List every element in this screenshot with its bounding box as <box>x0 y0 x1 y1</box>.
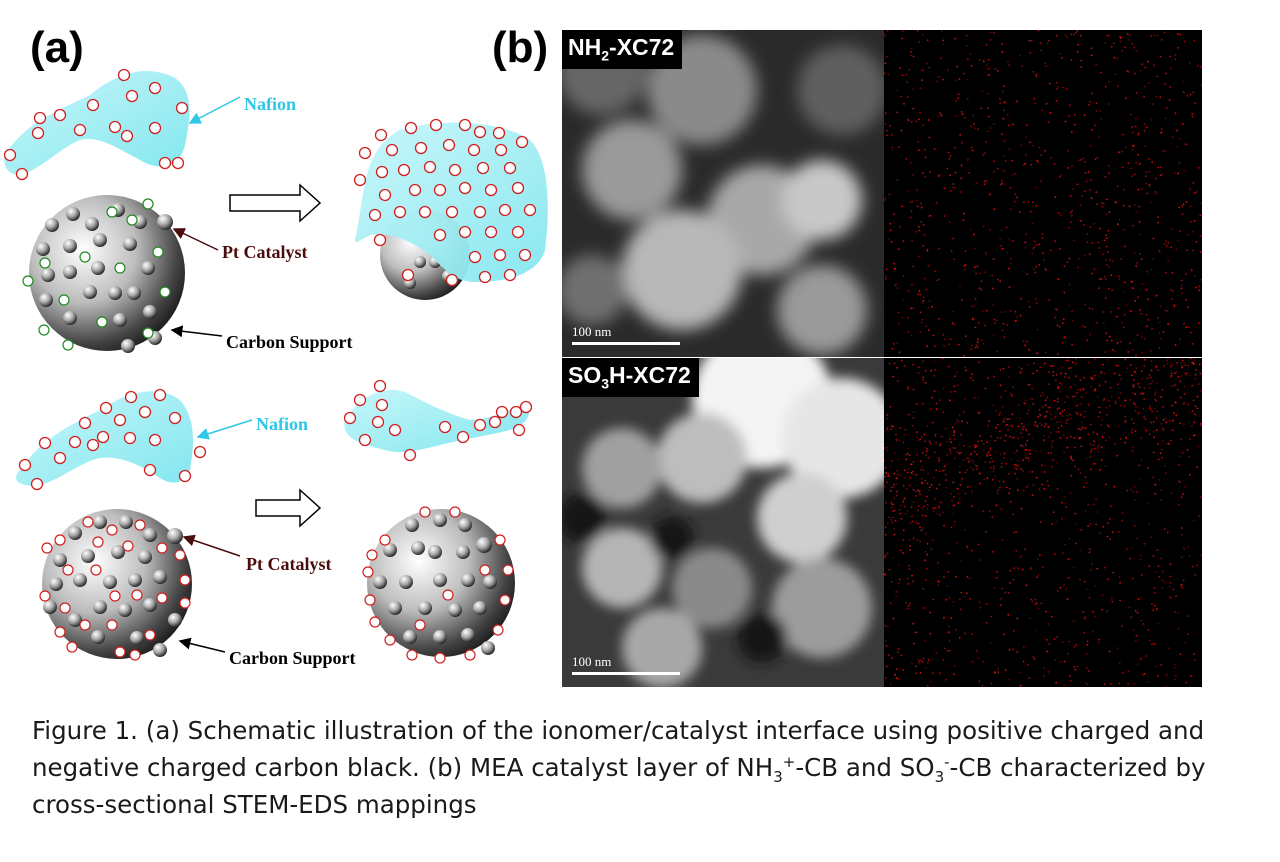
nafion-label-bottom: Nafion <box>256 414 308 434</box>
pt-catalyst-label: Pt Catalyst <box>222 242 307 262</box>
eds-map-nh2 <box>884 30 1202 357</box>
stem-image-so3h: SO3H-XC72 100 nm <box>562 358 884 687</box>
sample-tag-nh2: NH2-XC72 <box>562 30 683 70</box>
nafion-neg-charges <box>3 68 189 181</box>
scale-bar-top: 100 nm <box>572 324 680 345</box>
stem-image-nh2: NH2-XC72 100 nm <box>562 30 884 357</box>
eds-dots-nh2 <box>884 30 1202 357</box>
stem-texture-nh2 <box>562 30 884 357</box>
nafion-label: Nafion <box>244 94 296 114</box>
process-arrow <box>229 183 322 223</box>
pt-catalyst-label-bottom: Pt Catalyst <box>246 554 331 574</box>
pos-charges <box>22 198 171 351</box>
figure-caption: Figure 1. (a) Schematic illustration of … <box>32 716 1206 819</box>
panel-label-b: (b) <box>492 23 549 72</box>
carbon-support-label: Carbon Support <box>226 332 353 352</box>
scale-bar-bottom: 100 nm <box>572 654 680 675</box>
panel-label-a: (a) <box>30 23 84 72</box>
stem-texture-so3h <box>562 358 884 687</box>
pt-particles <box>36 203 173 353</box>
nafion-strand <box>4 71 190 175</box>
eds-map-so3h <box>884 358 1202 687</box>
eds-dots-so3h <box>884 358 1202 687</box>
carbon-support-label-bottom: Carbon Support <box>229 648 356 668</box>
nafion-coating <box>355 122 548 282</box>
schematic-figure: Nafion Pt Catalyst Carbon Support <box>3 68 548 668</box>
sample-tag-so3h: SO3H-XC72 <box>562 358 699 398</box>
